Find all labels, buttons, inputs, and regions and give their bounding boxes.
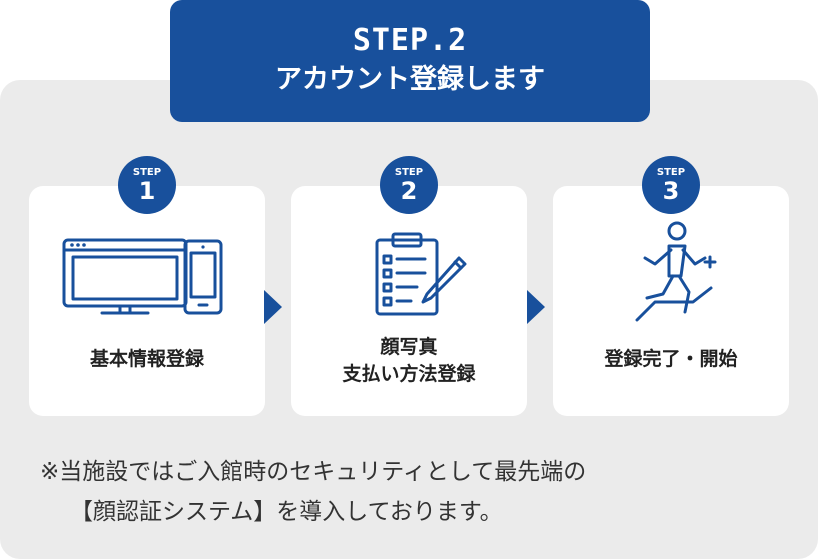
step-2-label-line-1: 顔写真 — [380, 336, 438, 358]
badge-number: 1 — [138, 177, 156, 205]
step-badge-3: STEP 3 — [642, 156, 700, 214]
chevron-right-icon — [527, 290, 545, 324]
step-card-2: 顔写真 支払い方法登録 — [291, 186, 527, 416]
step-card-1: 基本情報登録 — [29, 186, 265, 416]
badge-label: STEP — [656, 167, 686, 178]
step-card-3: 登録完了・開始 — [553, 186, 789, 416]
step-badge-1: STEP 1 — [118, 156, 176, 214]
badge-label: STEP — [132, 167, 162, 178]
chevron-right-icon — [264, 290, 282, 324]
step-2-label-line-2: 支払い方法登録 — [342, 363, 476, 385]
badge-number: 2 — [400, 177, 418, 205]
note-line-1: ※当施設ではご入館時のセキュリティとして最先端の — [40, 459, 587, 485]
step-banner: STEP.2 アカウント登録します — [170, 0, 650, 122]
badge-label: STEP — [394, 167, 424, 178]
banner-step-number: STEP.2 — [352, 23, 468, 58]
banner-title: アカウント登録します — [275, 64, 545, 95]
clipboard-checklist-icon — [375, 232, 467, 316]
note-line-2: 【顔認証システム】を導入しております。 — [70, 499, 503, 525]
step-1-label: 基本情報登録 — [89, 348, 204, 370]
badge-number: 3 — [662, 177, 680, 205]
monitor-icon — [62, 238, 223, 315]
facial-recognition-note: ※当施設ではご入館時のセキュリティとして最先端の 【顔認証システム】を導入してお… — [40, 452, 800, 532]
runner-icon — [635, 221, 717, 322]
smartphone-icon — [183, 239, 223, 315]
step-3-label: 登録完了・開始 — [604, 348, 738, 370]
step-badge-2: STEP 2 — [380, 156, 438, 214]
